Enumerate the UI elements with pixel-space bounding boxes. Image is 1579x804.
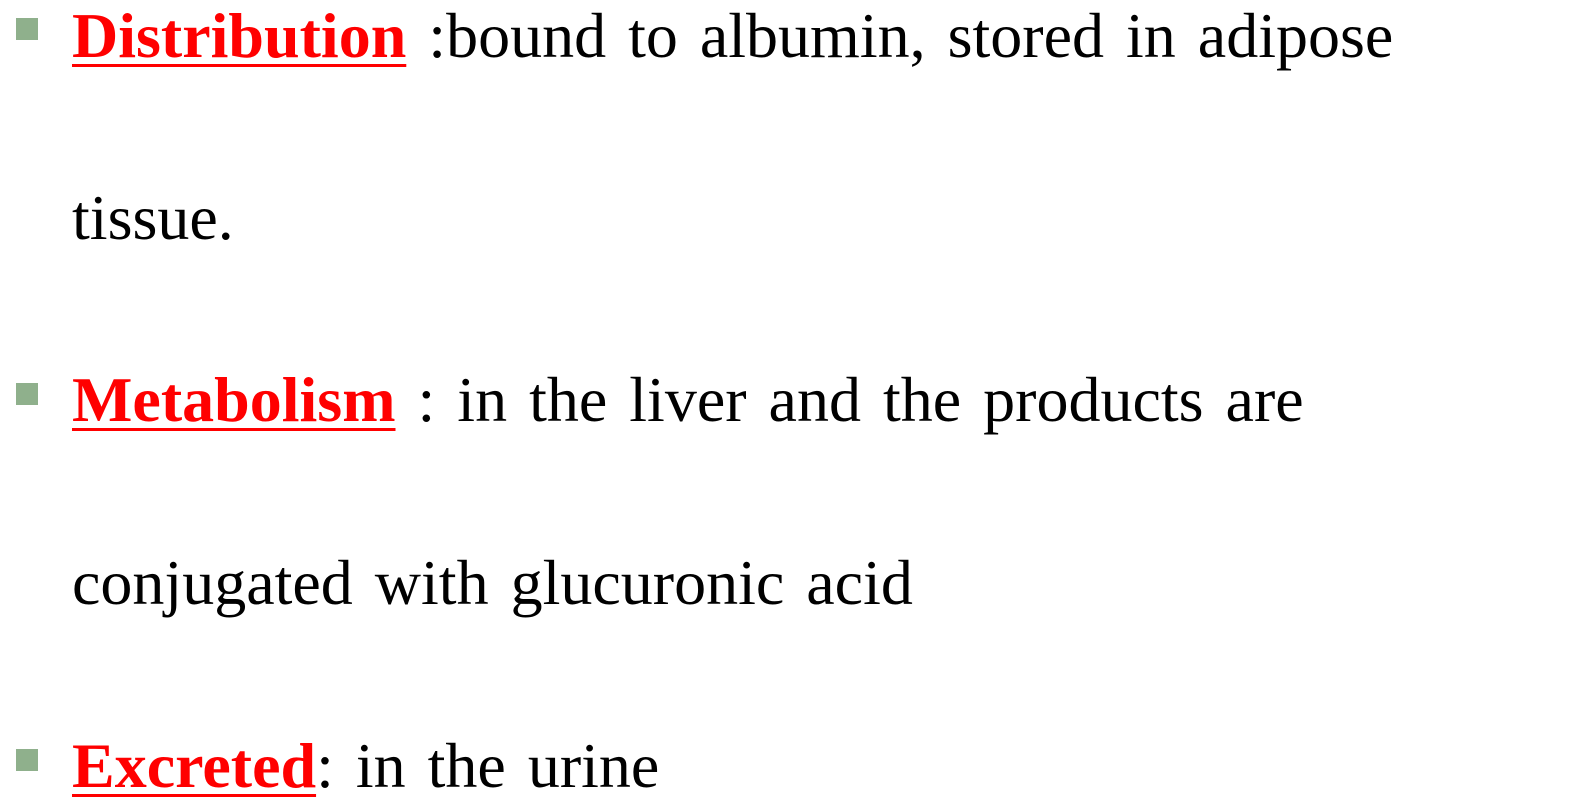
- description-text: tissue.: [72, 182, 234, 253]
- square-bullet-icon: [16, 749, 38, 771]
- term-excreted: Excreted: [72, 730, 317, 801]
- description-text: conjugated with glucuronic acid: [72, 547, 913, 618]
- continuation-line: conjugated with glucuronic acid: [72, 545, 913, 621]
- square-bullet-icon: [16, 383, 38, 405]
- description-text: :bound to albumin, stored in adipose: [406, 0, 1394, 71]
- square-bullet-icon: [16, 18, 38, 40]
- bullet-line: Metabolism : in the liver and the produc…: [72, 362, 1304, 438]
- description-text: : in the urine: [316, 730, 660, 801]
- description-text: : in the liver and the products are: [395, 364, 1304, 435]
- bullet-line: Distribution :bound to albumin, stored i…: [72, 0, 1393, 74]
- term-distribution: Distribution: [72, 0, 407, 71]
- continuation-line: tissue.: [72, 180, 234, 256]
- term-metabolism: Metabolism: [72, 364, 396, 435]
- bullet-line: Excreted: in the urine: [72, 728, 659, 804]
